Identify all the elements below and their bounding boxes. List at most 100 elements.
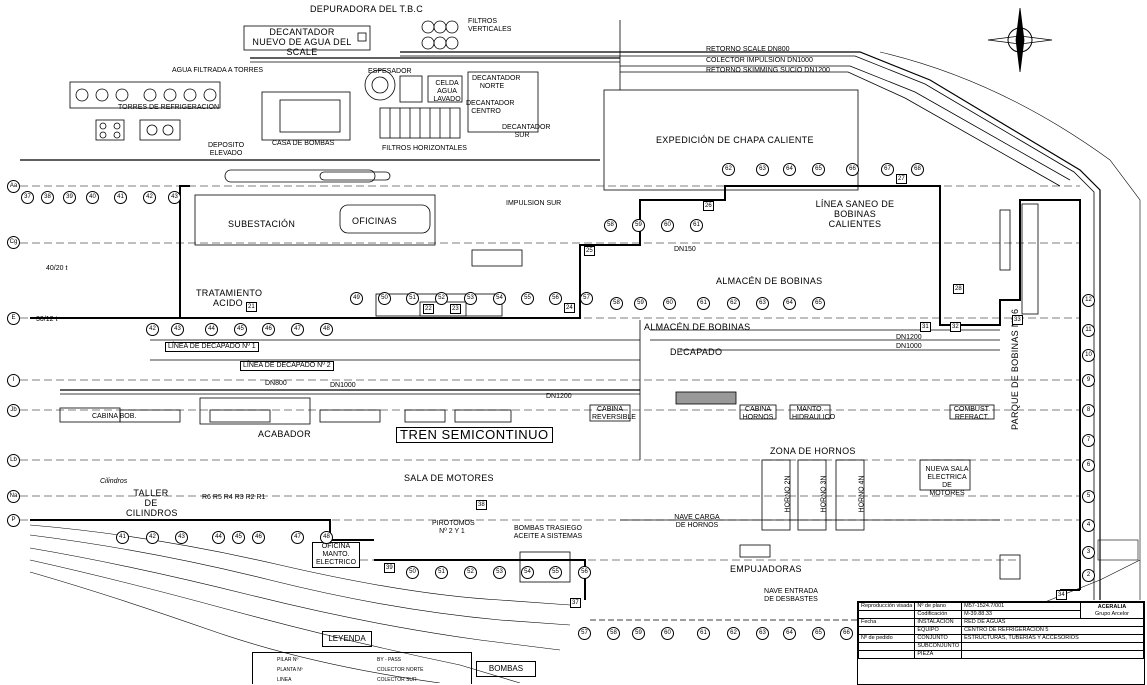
title-block: Reproducción visada Nº de plano M57-1524… — [857, 601, 1145, 685]
cabina-reversible-label: CABINA REVERSIBLE — [592, 406, 636, 421]
column-bubble: 61 — [697, 297, 710, 310]
legend-box: PILAR Nº PLANTA Nº LINEA BY - PASS COLEC… — [252, 652, 472, 684]
column-bubble: 47 — [291, 531, 304, 544]
tb-code: INSTALACION — [914, 618, 963, 627]
column-bubble: 50 — [406, 566, 419, 579]
expedicion-label: EXPEDICIÓN DE CHAPA CALIENTE — [656, 135, 814, 145]
dn150-label: DN150 — [674, 246, 696, 253]
column-bubble: 49 — [350, 292, 363, 305]
agua-filtrada-label: AGUA FILTRADA A TORRES — [172, 67, 264, 74]
row-bubble: Jb — [7, 404, 20, 417]
legend-item: LINEA — [277, 677, 292, 683]
acabador-label: ACABADOR — [258, 429, 311, 439]
zone-28: 28 — [953, 284, 964, 294]
column-bubble: 61 — [690, 219, 703, 232]
column-bubble: 41 — [114, 191, 127, 204]
column-bubble: 48 — [320, 531, 333, 544]
column-bubble: 60 — [661, 627, 674, 640]
column-bubble: 46 — [252, 531, 265, 544]
column-bubble: 55 — [549, 566, 562, 579]
column-bubble: 50 — [378, 292, 391, 305]
dn1200-label: DN1200 — [896, 334, 922, 341]
tb-left: Fecha — [857, 618, 916, 627]
column-bubble: 51 — [406, 292, 419, 305]
row-bubble: Na — [7, 490, 20, 503]
column-bubble: 52 — [464, 566, 477, 579]
tb-left: Nº de pedido — [857, 634, 916, 643]
colector-label: COLECTOR IMPULSION DN1000 — [706, 57, 813, 64]
zone-34: 34 — [1056, 590, 1067, 600]
column-bubble: 60 — [663, 297, 676, 310]
cabina-bob-label: CABINA BOB. — [92, 413, 137, 420]
decapado-1-label: LÍNEA DE DECAPADO Nº 1 — [165, 342, 259, 352]
legend-item: COLECTOR NORTE — [377, 667, 424, 673]
tratamiento-label: TRATAMIENTO ACIDO — [196, 288, 263, 308]
decantador-box — [243, 25, 371, 51]
casa-bombas — [261, 91, 351, 141]
tb-value: ESTRUCTURAS, TUBERIAS Y ACCESORIOS — [961, 634, 1144, 643]
column-bubble: 43 — [171, 323, 184, 336]
decapado-2-label: LÍNEA DE DECAPADO Nº 2 — [240, 361, 334, 371]
horno-3-label: HORNO 3N — [820, 475, 828, 513]
zone-38: 38 — [476, 500, 487, 510]
company-logo: ACERALIA Grupo Arcelor — [1080, 602, 1144, 619]
almacen-bobinas-label: ALMACÉN DE BOBINAS — [716, 276, 823, 286]
column-bubble: 42 — [146, 531, 159, 544]
column-bubble: 56 — [578, 566, 591, 579]
bombas-box: BOMBAS — [476, 661, 536, 677]
zone-24: 24 — [564, 303, 575, 313]
row-bubble: 7 — [1082, 434, 1095, 447]
parque-label: PARQUE DE BOBINAS Nº 6 — [1010, 308, 1020, 430]
column-bubble: 67 — [881, 163, 894, 176]
tb-code: SUBCONJUNTO — [914, 642, 963, 651]
column-bubble: 57 — [578, 627, 591, 640]
zone-31: 31 — [920, 322, 931, 332]
torres-label: TORRES DE REFRIGERACION — [118, 104, 219, 111]
oficinas-label: OFICINAS — [352, 216, 397, 226]
tb-code: Nº de plano — [914, 602, 963, 611]
row-bubble: 12 — [1082, 294, 1095, 307]
building-outline — [30, 185, 1081, 600]
column-bubble: 47 — [291, 323, 304, 336]
north-arrow-icon — [987, 7, 1053, 73]
zone-39: 39 — [384, 563, 395, 573]
depuradora-label: DEPURADORA DEL T.B.C — [310, 4, 424, 14]
column-bubble: 66 — [840, 627, 853, 640]
row-bubble: 10 — [1082, 349, 1095, 362]
nave-carga-label: NAVE CARGA DE HORNOS — [674, 514, 720, 529]
column-bubble: 62 — [727, 627, 740, 640]
row-bubble: Cg — [7, 236, 20, 249]
column-bubble: 54 — [493, 292, 506, 305]
column-bubble: 43 — [175, 531, 188, 544]
column-bubble: 39 — [63, 191, 76, 204]
row-bubble: 2 — [1082, 569, 1095, 582]
column-bubble: 52 — [435, 292, 448, 305]
column-bubble: 64 — [783, 627, 796, 640]
column-bubble: 59 — [632, 219, 645, 232]
decantador-centro-label: DECANTADOR CENTRO — [466, 100, 515, 115]
tb-code: EQUIPO — [914, 626, 963, 635]
dn1000b-label: DN1000 — [330, 382, 356, 389]
zone-32: 32 — [950, 322, 961, 332]
row-bubble: P — [7, 514, 20, 527]
column-bubble: 37 — [21, 191, 34, 204]
column-bubble: 59 — [634, 297, 647, 310]
zone-37: 37 — [570, 598, 581, 608]
dn1200b-label: DN1200 — [546, 393, 572, 400]
decantador-label: DECANTADOR NUEVO DE AGUA DEL SCALE — [252, 27, 352, 57]
tb-code: PIEZA — [914, 650, 963, 659]
column-bubble: 64 — [783, 163, 796, 176]
column-bubble: 38 — [41, 191, 54, 204]
celda-label: CELDA AGUA LAVADO — [433, 80, 461, 103]
column-bubble: 60 — [661, 219, 674, 232]
zone-23: 23 — [450, 304, 461, 314]
column-bubble: 58 — [604, 219, 617, 232]
sala-motores-label: SALA DE MOTORES — [404, 473, 494, 483]
r-labels: R6 R5 R4 R3 R2 R1 — [202, 494, 266, 501]
dn800-label: DN800 — [265, 380, 287, 387]
zone-25: 25 — [584, 246, 595, 256]
column-bubble: 65 — [812, 627, 825, 640]
filtros-horizontales-label: FILTROS HORIZONTALES — [382, 145, 467, 152]
nave-entrada-label: NAVE ENTRADA DE DESBASTES — [764, 588, 818, 603]
tb-left — [857, 610, 916, 619]
